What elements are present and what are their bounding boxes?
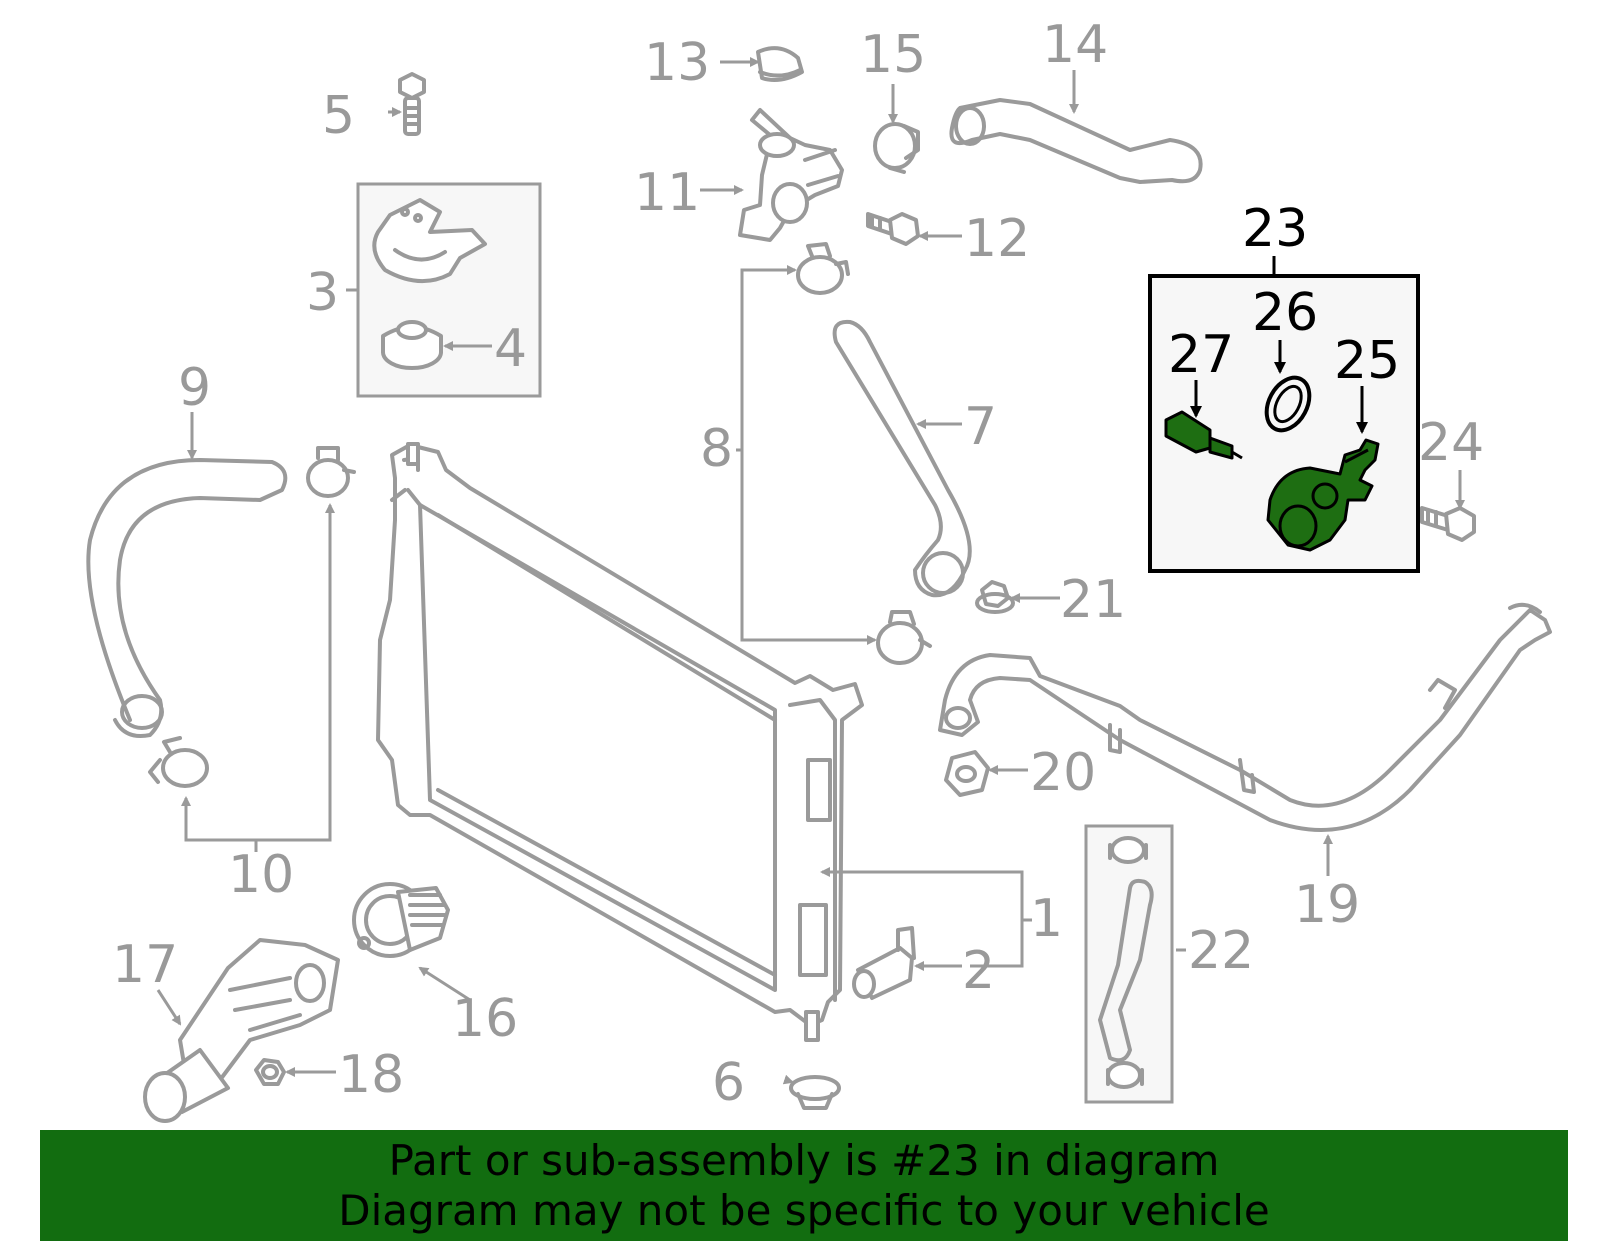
callout-15: 15 (860, 25, 926, 85)
part-7-hose-end (921, 551, 965, 595)
part-8-clamp-upper[interactable] (796, 242, 850, 295)
part-27-sensor[interactable] (1164, 410, 1243, 460)
callout-19: 19 (1294, 875, 1360, 935)
callout-6: 6 (712, 1053, 745, 1113)
part-14-hose[interactable] (949, 98, 1203, 184)
callout-26: 26 (1252, 283, 1318, 343)
part-7-hose[interactable] (832, 319, 972, 598)
callout-16: 16 (452, 989, 518, 1049)
callout-7: 7 (964, 397, 997, 457)
banner-line-2: Diagram may not be specific to your vehi… (338, 1185, 1270, 1235)
callout-23: 23 (1242, 199, 1308, 259)
part-15-clamp[interactable] (873, 122, 920, 174)
callout-1: 1 (1030, 889, 1063, 949)
callout-5: 5 (322, 86, 355, 146)
leader-8-upper (740, 265, 797, 450)
part-4-grommet[interactable] (381, 320, 443, 370)
callout-25: 25 (1334, 331, 1400, 391)
leader-17 (156, 989, 182, 1026)
callout-10: 10 (228, 845, 294, 905)
part-20-gasket[interactable] (944, 750, 990, 797)
part-18-nut[interactable] (254, 1058, 286, 1086)
leader-6 (782, 1074, 794, 1085)
callout-8: 8 (700, 419, 733, 479)
callout-17: 17 (112, 935, 178, 995)
part-21-nut[interactable] (975, 580, 1015, 614)
part-3-bracket[interactable] (372, 198, 487, 284)
part-11-filler-neck[interactable] (738, 108, 844, 242)
leader-1-lower (970, 920, 1024, 968)
callout-20: 20 (1030, 743, 1096, 803)
leader-10-left (181, 796, 256, 842)
leader-1-upper (820, 867, 1032, 922)
part-22-hose-kit[interactable] (1098, 836, 1154, 1089)
part-12-bolt[interactable] (866, 212, 920, 246)
callout-9: 9 (178, 358, 211, 418)
callout-13: 13 (644, 33, 710, 93)
callout-18: 18 (338, 1045, 404, 1105)
part-10-clamp-lower[interactable] (148, 736, 209, 788)
callout-22: 22 (1188, 921, 1254, 981)
part-9-hose-end (120, 694, 164, 730)
callout-2: 2 (962, 941, 995, 1001)
part-13-cap[interactable] (756, 46, 804, 82)
leader-10-right (256, 503, 335, 842)
banner-line-1: Part or sub-assembly is #23 in diagram (388, 1135, 1220, 1185)
callout-14: 14 (1042, 15, 1108, 75)
leader-8-lower (740, 450, 877, 645)
part-5-bolt[interactable] (398, 72, 426, 136)
callout-11: 11 (634, 163, 700, 223)
callout-24: 24 (1418, 413, 1484, 473)
hose-kit-box (1084, 824, 1174, 1104)
part-16-thermostat[interactable] (352, 882, 450, 958)
part-24-bolt[interactable] (1420, 506, 1476, 542)
part-26-o-ring[interactable] (1258, 370, 1318, 437)
callout-3: 3 (306, 263, 339, 323)
part-6-mount[interactable] (789, 1075, 841, 1110)
part-9-hose[interactable] (86, 458, 288, 738)
callout-27: 27 (1168, 325, 1234, 385)
part-25-water-outlet[interactable] (1266, 438, 1380, 552)
info-banner: Part or sub-assembly is #23 in diagram D… (40, 1130, 1568, 1241)
callout-21: 21 (1060, 570, 1126, 630)
part-1-radiator[interactable] (376, 442, 864, 1042)
part-17-outlet-housing[interactable] (143, 938, 340, 1123)
callout-4: 4 (494, 319, 527, 379)
part-2-drain-plug[interactable] (852, 926, 916, 1000)
leader-16 (418, 966, 471, 1002)
part-10-clamp-upper[interactable] (306, 446, 356, 498)
part-8-clamp-lower[interactable] (876, 610, 932, 665)
part-19-water-pipe[interactable] (938, 602, 1552, 832)
part-14-hose-end (954, 106, 986, 146)
callout-12: 12 (964, 209, 1030, 269)
